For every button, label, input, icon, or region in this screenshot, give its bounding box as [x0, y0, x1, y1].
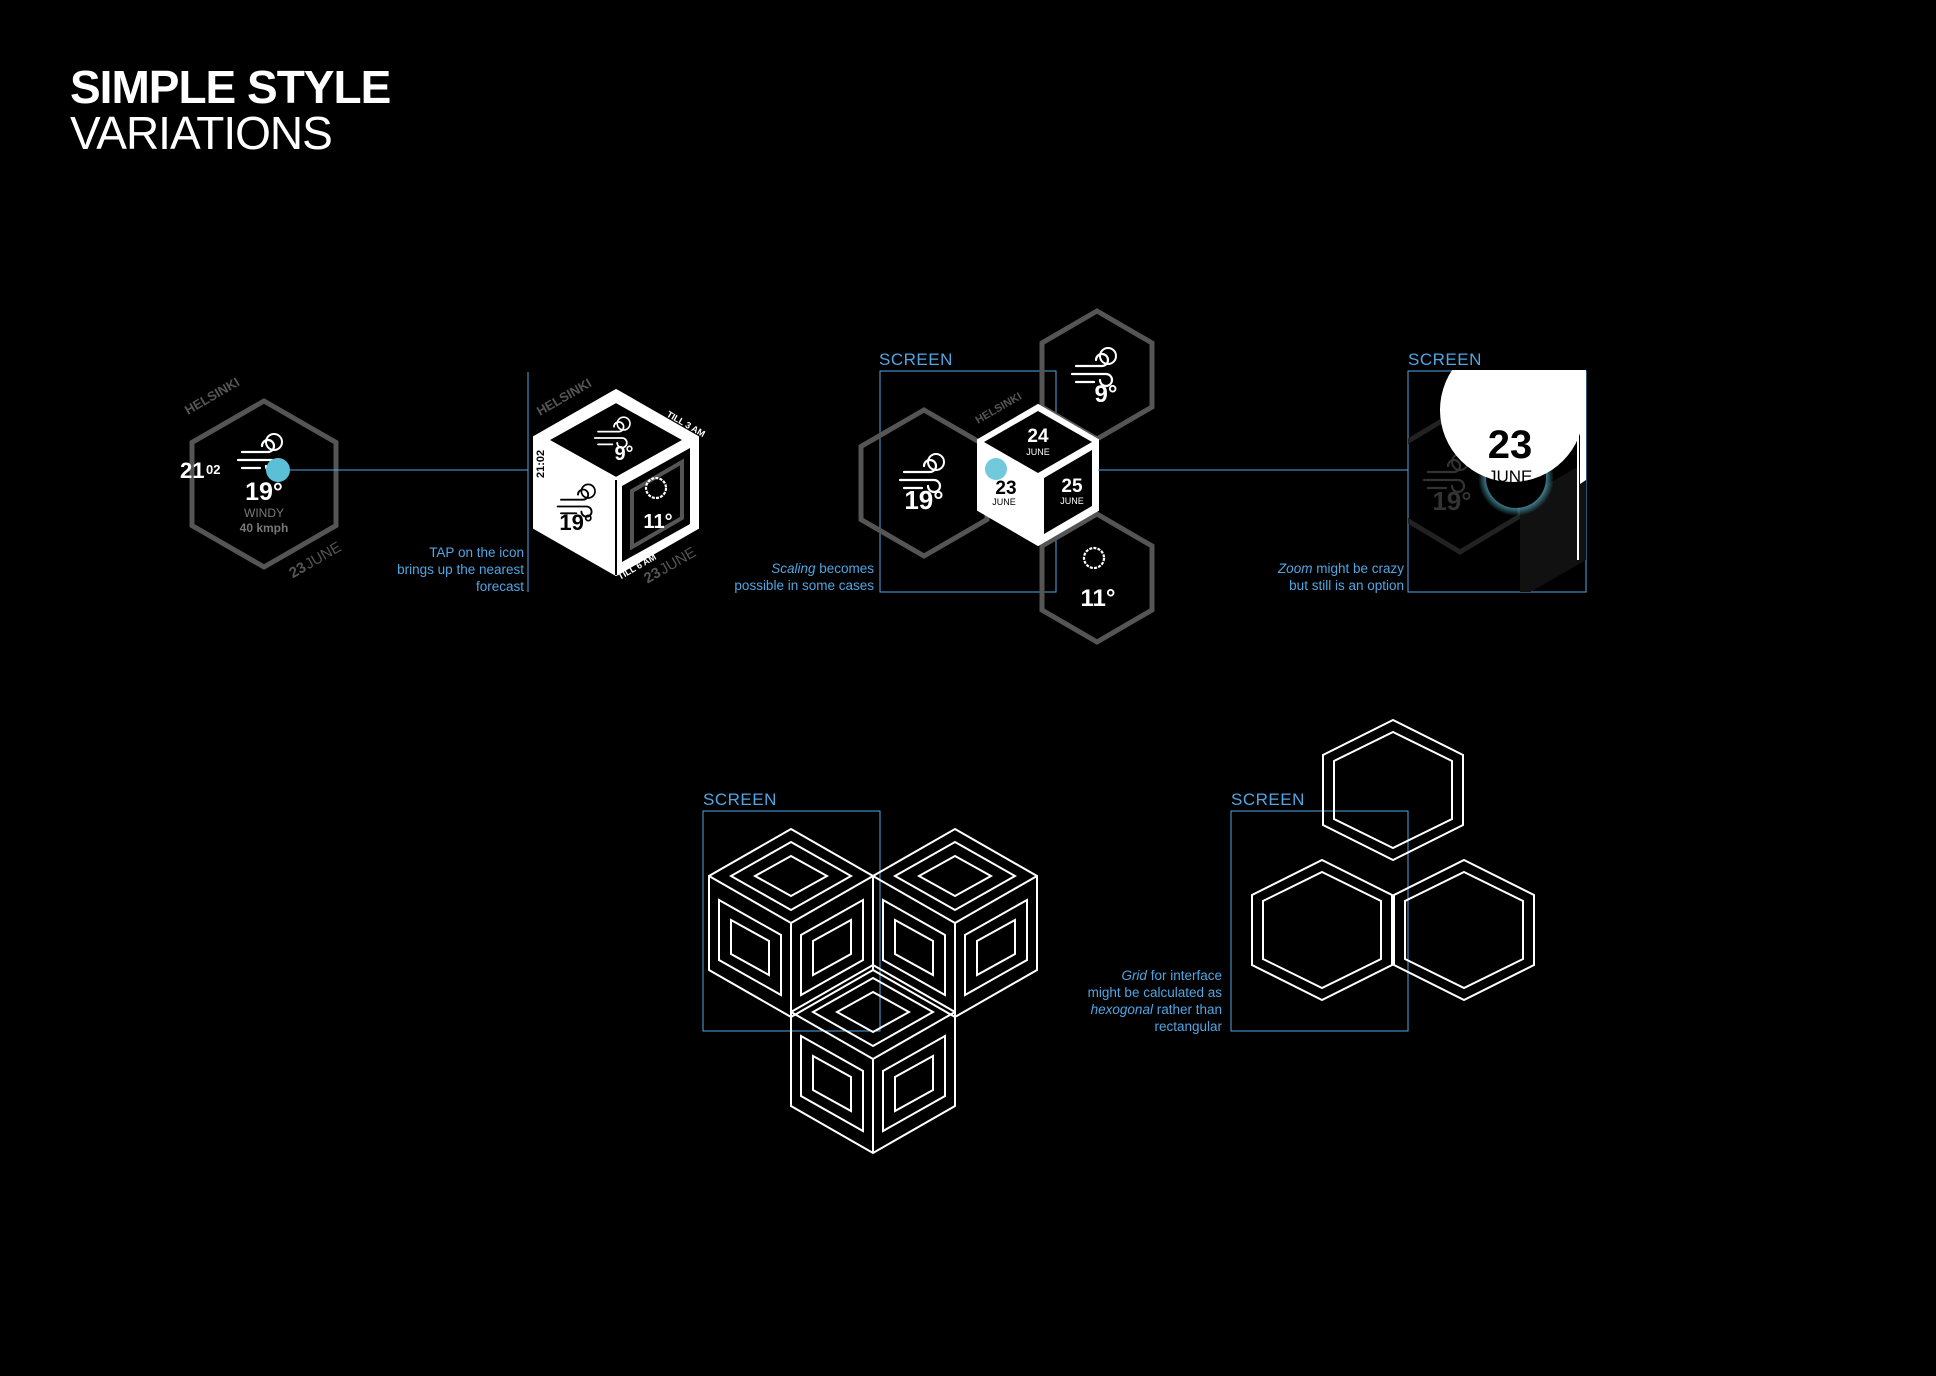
- scaling-left-temp: 19°: [904, 485, 943, 515]
- hex-city-label: HELSINKI: [182, 374, 242, 417]
- screen-label-hex-grid: SCREEN: [1231, 790, 1305, 809]
- zoom-widget[interactable]: 19° JUN 23 JUNE: [1400, 338, 1586, 598]
- note-grid-rest: for interface: [1146, 968, 1222, 983]
- scaling-bottom-temp: 11°: [1081, 585, 1116, 612]
- grid-cube-1: [708, 827, 874, 1019]
- scaling-left-month: JUNE: [992, 497, 1016, 507]
- grid-cube-2: [872, 827, 1038, 1019]
- scaling-top-month: JUNE: [1026, 447, 1050, 457]
- scaling-right-day: 25: [1061, 476, 1083, 497]
- note-scaling-line-2: possible in some cases: [734, 578, 874, 593]
- zoom-faint-temp: 19°: [1432, 486, 1471, 516]
- title-line-2: VARIATIONS: [70, 107, 333, 159]
- scaling-left-day: 23: [995, 478, 1016, 499]
- note-scaling: Scaling becomes possible in some cases: [680, 560, 874, 594]
- hex-wind: 40 kmph: [240, 521, 289, 535]
- note-grid-em: Grid: [1121, 968, 1147, 983]
- scaling-cube-right: [1044, 450, 1092, 534]
- hex-grid-screen-frame: [1230, 810, 1409, 1032]
- cube-left-temp: 19°: [559, 510, 592, 535]
- scaling-bottom-icon: [1082, 546, 1106, 570]
- page-title: SIMPLE STYLE VARIATIONS: [70, 61, 391, 159]
- cube-date-day: 23: [641, 564, 664, 587]
- screen-label-scaling: SCREEN: [879, 350, 953, 369]
- tap-point[interactable]: [266, 458, 290, 482]
- grid-cube-3: [790, 963, 956, 1155]
- note-zoom: Zoom might be crazy but still is an opti…: [1210, 560, 1404, 594]
- zoom-month-mid: JUNE: [1488, 467, 1532, 486]
- cube-right-inner: [630, 458, 684, 551]
- hex-grid: [1251, 718, 1535, 1002]
- hex-time-hour: 21: [180, 458, 204, 483]
- note-grid-line-4: rectangular: [1154, 1019, 1222, 1034]
- title-line-1: SIMPLE STYLE: [70, 61, 391, 113]
- note-tap-line-3: forecast: [475, 579, 524, 594]
- hex-condition: WINDY: [244, 506, 284, 520]
- note-grid-line-3-rest: rather than: [1152, 1002, 1222, 1017]
- note-grid-line-2: might be calculated as: [1087, 985, 1222, 1000]
- zoom-magnified-circle: [1440, 370, 1584, 482]
- zoom-cube-edge: [1548, 370, 1586, 484]
- hex-widget[interactable]: HELSINKI 21 02 19° WINDY 40 kmph 23 JUNE: [180, 374, 344, 582]
- hex-temp: 19°: [245, 478, 283, 506]
- cube-right-temp: 11°: [643, 511, 672, 533]
- note-tap-line-2: brings up the nearest: [397, 562, 524, 577]
- zoom-day: 23: [1488, 423, 1533, 467]
- scaling-top-day: 24: [1027, 426, 1049, 447]
- screen-label-zoom: SCREEN: [1408, 350, 1482, 369]
- note-scaling-em: Scaling: [771, 561, 816, 576]
- zoom-month-top: JUN: [1552, 369, 1585, 388]
- cube-widget[interactable]: HELSINKI 9° TILL 3 AM 21:02 19° 11° TILL…: [533, 375, 707, 587]
- screen-label-cube-grid: SCREEN: [703, 790, 777, 809]
- note-tap-line-1: TAP on the icon: [429, 545, 524, 560]
- scaling-right-month: JUNE: [1060, 496, 1084, 506]
- note-zoom-rest: might be crazy: [1312, 561, 1404, 576]
- note-zoom-em: Zoom: [1277, 561, 1313, 576]
- grid-hex-3: [1393, 858, 1535, 1002]
- note-zoom-line-2: but still is an option: [1289, 578, 1404, 593]
- note-grid: Grid for interface might be calculated a…: [1030, 967, 1222, 1035]
- grid-hex-2: [1251, 858, 1393, 1002]
- note-scaling-rest: becomes: [815, 561, 874, 576]
- grid-hex-1: [1322, 718, 1464, 862]
- scaling-tap-point[interactable]: [985, 458, 1007, 480]
- cube-time-vertical: 21:02: [535, 450, 547, 478]
- cube-grid: [708, 827, 1038, 1155]
- hex-date: 23 JUNE: [286, 539, 344, 582]
- scaling-cube-top: [984, 411, 1092, 473]
- note-tap: TAP on the icon brings up the nearest fo…: [340, 544, 524, 595]
- cube-top-face: [545, 400, 687, 480]
- scaling-top-temp: 9°: [1095, 381, 1118, 408]
- cube-top-temp: 9°: [614, 443, 633, 465]
- scaling-hex-bottom: [1039, 511, 1155, 645]
- hex-date-day: 23: [286, 559, 309, 582]
- hex-outline: [189, 398, 339, 570]
- note-grid-line-3-em: hexogonal: [1090, 1002, 1153, 1017]
- cube-right-face: [622, 448, 690, 562]
- hex-time-min: 02: [206, 462, 220, 477]
